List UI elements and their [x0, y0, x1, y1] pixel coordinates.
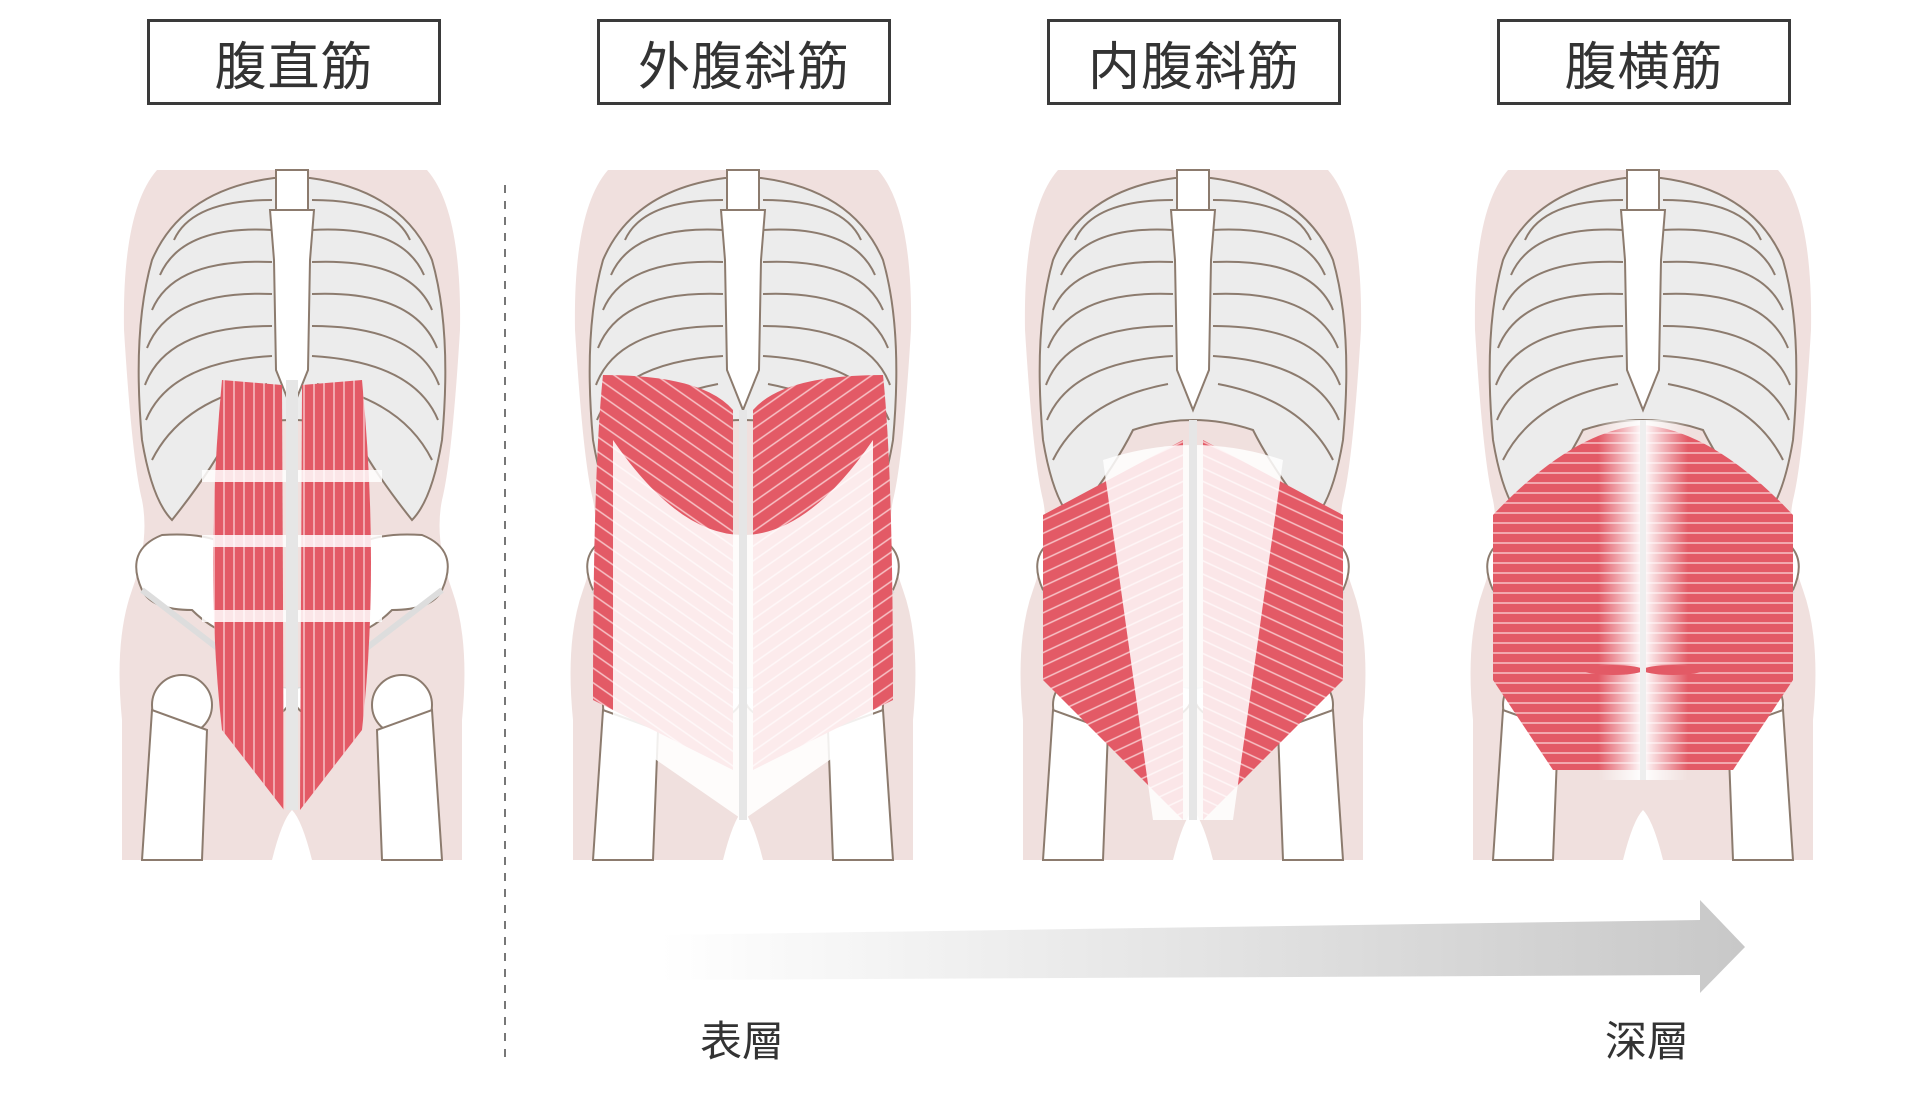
depth-arrow: [660, 900, 1745, 993]
figure-transversus-abdominis: [1471, 170, 1816, 860]
superficial-label: 表層: [700, 1008, 784, 1069]
figure-internal-oblique: [1021, 170, 1366, 860]
figure-rectus-abdominis: [120, 170, 465, 860]
figure-external-oblique: [571, 170, 916, 860]
deep-label: 深層: [1605, 1008, 1689, 1069]
